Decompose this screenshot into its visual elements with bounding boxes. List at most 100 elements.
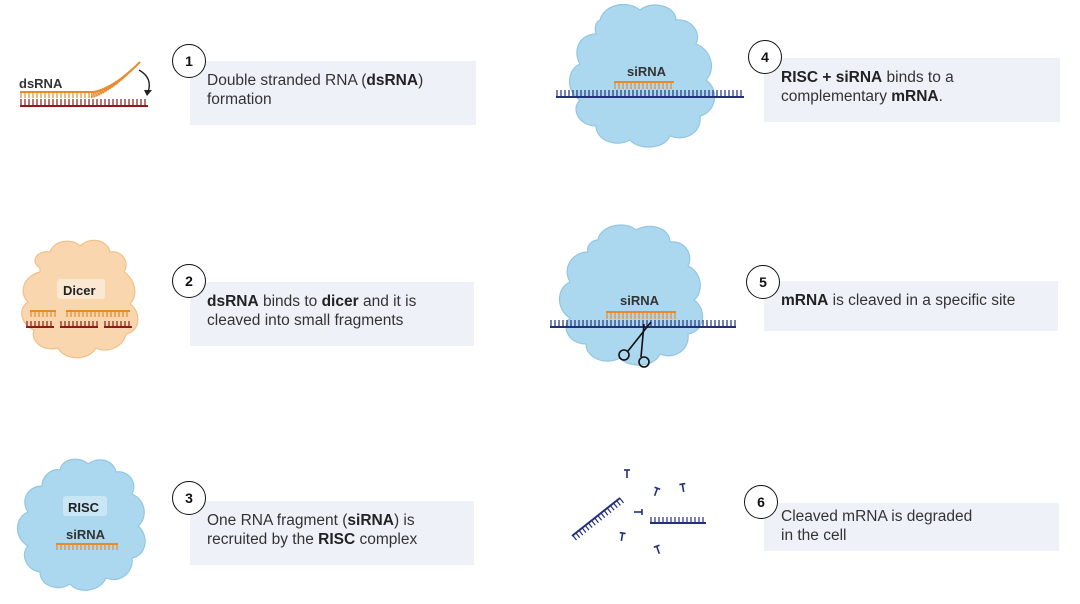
strand-segment xyxy=(92,91,95,98)
strand-segment xyxy=(95,90,99,97)
strand-segment xyxy=(594,517,599,524)
strand-segment xyxy=(575,532,581,538)
step-6-number: 6 xyxy=(744,485,778,519)
text-run: ) xyxy=(418,72,424,89)
dicer-illustration: Dicer xyxy=(21,239,139,359)
sirna-label: siRNA xyxy=(620,293,660,308)
strand-segment xyxy=(109,83,114,90)
nucleotide-icon xyxy=(619,531,626,542)
strand-segment xyxy=(600,512,606,519)
nucleotide-icon xyxy=(634,509,643,515)
strand-segment xyxy=(606,507,612,514)
bold-term: RISC xyxy=(318,531,356,548)
step-3-number: 3 xyxy=(172,481,206,515)
bold-term: siRNA xyxy=(347,512,394,529)
mrna-fragment xyxy=(571,497,625,541)
strand-segment xyxy=(104,86,108,93)
text-run: ) is xyxy=(393,512,415,529)
strand-segment xyxy=(584,525,590,531)
risc-label: RISC xyxy=(68,500,100,515)
strand-segment xyxy=(100,88,105,95)
strand-segment xyxy=(105,85,110,92)
step-6-text: Cleaved mRNA is degraded in the cell xyxy=(781,508,972,544)
orange-rna-strand xyxy=(20,61,141,99)
text-run: complex xyxy=(355,531,418,548)
text-run: Double stranded RNA ( xyxy=(207,72,367,89)
strand-segment xyxy=(578,530,584,536)
strand-segment xyxy=(597,515,603,521)
step-6-box: Cleaved mRNA is degraded in the cell xyxy=(764,503,1059,551)
step-5-text: mRNA is cleaved in a specific site xyxy=(781,292,1015,309)
risc-illustration: RISC siRNA xyxy=(16,458,146,591)
bold-term: dicer xyxy=(321,293,359,310)
sirna-label: siRNA xyxy=(627,64,667,79)
step-5-number: 5 xyxy=(746,265,780,299)
bold-term: dsRNA xyxy=(366,72,419,89)
bold-term: RISC + siRNA xyxy=(781,69,883,86)
risc-label-bg xyxy=(63,496,107,516)
strand-segment xyxy=(681,483,685,493)
text-run: One RNA fragment ( xyxy=(207,512,348,529)
text-run: binds to xyxy=(258,293,322,310)
text-run: Cleaved mRNA is degraded xyxy=(781,508,973,525)
mrna-fragment xyxy=(650,517,706,524)
risc-blob xyxy=(558,224,704,366)
dsrna-fragments xyxy=(26,310,132,328)
strand-segment xyxy=(111,82,116,89)
strand-segment xyxy=(572,535,577,541)
strand-segment xyxy=(571,497,621,537)
strand-segment xyxy=(98,89,103,96)
bold-term: mRNA xyxy=(891,88,939,105)
strand-segment xyxy=(653,487,659,497)
strand-segment xyxy=(90,91,93,99)
dsrna-label: dsRNA xyxy=(19,76,63,91)
strand-segment xyxy=(616,500,621,506)
step-1-box: Double stranded RNA (dsRNA)formation xyxy=(190,61,476,125)
strand-segment xyxy=(102,87,106,94)
nucleotide-icon xyxy=(653,486,661,497)
sirna-mrna-duplex xyxy=(556,81,744,98)
text-run: and it is xyxy=(358,293,417,310)
strand-segment xyxy=(603,510,609,516)
strand-segment xyxy=(581,527,587,534)
bold-term: dsRNA xyxy=(207,293,259,310)
text-run: . xyxy=(938,88,943,105)
text-run: in the cell xyxy=(781,527,847,544)
strand-segment xyxy=(135,61,141,67)
strand-segment xyxy=(93,91,97,98)
dicer-label: Dicer xyxy=(63,283,96,298)
strand-segment xyxy=(609,505,615,511)
bold-term: mRNA xyxy=(781,292,829,309)
strand-segment xyxy=(587,522,593,529)
step-5-box: mRNA is cleaved in a specific site xyxy=(764,281,1058,331)
strand-segment xyxy=(620,532,624,542)
text-run: recruited by the xyxy=(207,531,319,548)
strand-segment xyxy=(613,502,618,509)
dicer-label-bg xyxy=(57,279,105,299)
risc-blob xyxy=(568,3,716,148)
step-2-text: dsRNA binds to dicer and it is cleaved in… xyxy=(207,293,416,329)
strand-segment xyxy=(655,545,661,555)
sirna-strand xyxy=(56,543,118,550)
strand-segment xyxy=(97,90,101,97)
nucleotide-icon xyxy=(679,482,686,493)
text-run: binds to a xyxy=(882,69,954,86)
risc-binding-illustration: siRNA xyxy=(556,3,744,148)
strand-segment xyxy=(679,482,686,486)
dicer-blob xyxy=(21,239,139,359)
step-1-number: 1 xyxy=(172,44,206,78)
curved-arrow-icon xyxy=(138,69,151,93)
strand-segment xyxy=(113,81,118,87)
strand-segment xyxy=(107,84,112,91)
sirna-label: siRNA xyxy=(66,527,106,542)
text-run: is cleaved in a specific site xyxy=(828,292,1016,309)
scissors-icon xyxy=(618,321,652,368)
text-run: cleaved into small fragments xyxy=(207,312,404,329)
strand-segment xyxy=(619,497,625,504)
cleavage-illustration: siRNA xyxy=(550,224,736,368)
risc-blob xyxy=(16,458,146,591)
step-3-text: One RNA fragment (siRNA) is recruited by … xyxy=(207,512,417,548)
step-3-box: One RNA fragment (siRNA) is recruited by … xyxy=(190,501,474,565)
